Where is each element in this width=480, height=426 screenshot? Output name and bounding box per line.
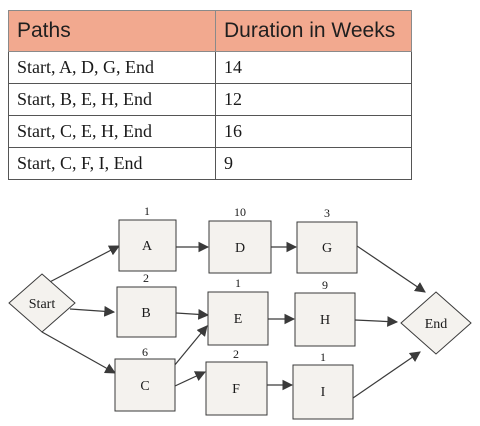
project-network-diagram: Start End A 1 B 2 C 6 D 10 E <box>8 204 472 420</box>
task-box <box>294 292 356 347</box>
duration-cell: 16 <box>215 115 412 148</box>
table-header-row: Paths Duration in Weeks <box>8 10 412 52</box>
table-row: Start, B, E, H, End 12 <box>8 83 412 116</box>
task-node-h: H 9 <box>294 278 356 347</box>
edge-start-b <box>69 305 116 317</box>
paths-table: Paths Duration in Weeks Start, A, D, G, … <box>8 10 412 180</box>
start-diamond <box>8 273 76 333</box>
task-label: E <box>234 312 243 327</box>
task-box <box>116 286 177 338</box>
task-label: B <box>141 306 150 321</box>
task-box <box>296 221 358 274</box>
edge-start-a <box>41 245 120 287</box>
end-label: End <box>425 317 448 332</box>
table-row: Start, A, D, G, End 14 <box>8 51 412 84</box>
task-duration: 1 <box>320 350 326 364</box>
header-duration: Duration in Weeks <box>215 10 412 52</box>
edge-c-f <box>174 371 206 387</box>
task-node-d: D 10 <box>208 205 272 274</box>
edge-c-e <box>173 325 208 367</box>
task-duration: 9 <box>322 278 328 292</box>
task-box <box>207 291 269 346</box>
task-node-e: E 1 <box>207 276 269 346</box>
task-box <box>114 358 176 412</box>
task-duration: 3 <box>324 206 330 220</box>
duration-cell: 14 <box>215 51 412 84</box>
end-node: End <box>400 291 472 355</box>
edge-b-e <box>175 309 210 320</box>
task-node-i: I 1 <box>292 350 354 420</box>
path-cell: Start, A, D, G, End <box>8 51 216 84</box>
header-paths: Paths <box>8 10 216 52</box>
task-label: A <box>142 239 153 254</box>
task-node-a: A 1 <box>118 204 177 272</box>
task-duration: 2 <box>143 271 149 285</box>
task-box <box>205 361 268 416</box>
task-label: H <box>320 313 330 328</box>
edges <box>41 241 426 399</box>
task-label: I <box>321 385 326 400</box>
task-duration: 10 <box>234 205 246 219</box>
task-duration: 2 <box>233 347 239 361</box>
task-duration: 1 <box>144 204 150 218</box>
start-label: Start <box>29 297 56 312</box>
task-duration: 6 <box>142 345 148 359</box>
path-cell: Start, B, E, H, End <box>8 83 216 116</box>
task-label: F <box>232 382 240 397</box>
task-label: C <box>140 379 149 394</box>
edge-g-end <box>356 245 426 293</box>
task-label: G <box>322 241 332 256</box>
edge-h-end <box>354 316 399 327</box>
duration-cell: 12 <box>215 83 412 116</box>
task-box <box>208 220 272 274</box>
start-node: Start <box>8 273 76 333</box>
path-cell: Start, C, E, H, End <box>8 115 216 148</box>
task-label: D <box>235 241 245 256</box>
edge-i-end <box>352 351 421 399</box>
task-node-g: G 3 <box>296 206 358 274</box>
task-box <box>292 364 354 420</box>
task-box <box>118 219 177 272</box>
end-diamond <box>400 291 472 355</box>
task-duration: 1 <box>235 276 241 290</box>
table-row: Start, C, F, I, End 9 <box>8 147 412 180</box>
task-node-c: C 6 <box>114 345 176 412</box>
table-row: Start, C, E, H, End 16 <box>8 115 412 148</box>
path-cell: Start, C, F, I, End <box>8 147 216 180</box>
edge-start-c <box>41 331 116 374</box>
task-node-f: F 2 <box>205 347 268 416</box>
task-node-b: B 2 <box>116 271 177 338</box>
duration-cell: 9 <box>215 147 412 180</box>
